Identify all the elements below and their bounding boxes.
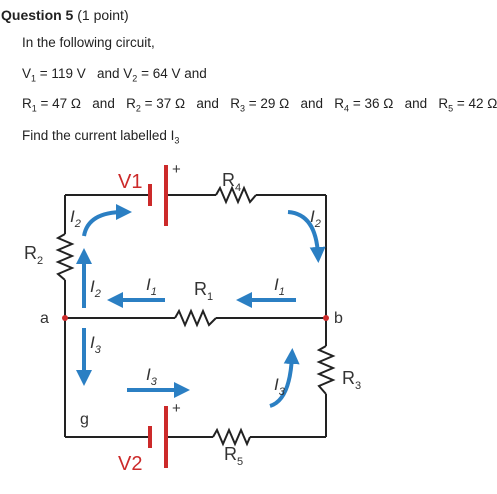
r3-value: = 29 Ω — [248, 96, 290, 111]
find-label: Find the current labelled I — [22, 128, 175, 143]
r4-sub: 4 — [344, 103, 350, 114]
question-title: Question 5 — [1, 7, 74, 23]
arrow-i3-right-up — [269, 348, 300, 408]
arrow-i2-top-right — [287, 210, 326, 263]
voltage-line: V1 = 119 V and V2 = 64 V and — [22, 66, 207, 84]
and-text-2: and — [196, 96, 219, 111]
current-i3-label-left: I3 — [90, 333, 102, 356]
r1-label: R1 — [194, 279, 213, 303]
r5-label: R5 — [224, 444, 243, 468]
r1-name: R — [22, 96, 32, 111]
question-header: Question 5 (1 point) — [1, 7, 129, 23]
r2-value: = 37 Ω — [144, 96, 186, 111]
current-i3-label-right: I3 — [274, 375, 286, 398]
v1-sub: 1 — [31, 73, 37, 84]
r2-name: R — [126, 96, 136, 111]
find-text: Find the current labelled I3 — [22, 128, 179, 146]
question-points: (1 point) — [77, 7, 129, 23]
r3-label: R3 — [342, 368, 361, 392]
resistor-r2 — [55, 233, 75, 281]
resistor-r4 — [215, 185, 257, 205]
v2-name: V — [123, 66, 133, 81]
current-i2-label-left: I2 — [90, 277, 101, 300]
r1-sub: 1 — [31, 103, 37, 114]
current-i2-label-top-right: I2 — [310, 207, 321, 230]
resistor-r1 — [174, 308, 217, 328]
node-g-label: g — [80, 411, 89, 428]
and-text-1: and — [92, 96, 115, 111]
circuit-diagram: V1 + V2 + R4 R1 R5 R2 R3 a b g I2 I2 I2 … — [24, 161, 361, 475]
current-i2-label-top-left: I2 — [70, 207, 81, 230]
r4-value: = 36 Ω — [352, 96, 394, 111]
node-b-label: b — [334, 310, 343, 327]
r2-sub: 2 — [135, 103, 141, 114]
find-sub: 3 — [174, 135, 180, 146]
node-b-dot — [323, 315, 329, 321]
current-i1-label-left: I1 — [146, 275, 157, 298]
current-i3-label-bottom: I3 — [146, 365, 158, 388]
resistor-r3 — [316, 345, 336, 395]
resistor-r5 — [212, 427, 251, 447]
resistor-line: R1 = 47 Ω and R2 = 37 Ω and R3 = 29 Ω an… — [22, 96, 497, 114]
r4-name: R — [334, 96, 345, 111]
v1-name: V — [22, 66, 32, 81]
v2-value: = 64 V and — [141, 66, 207, 81]
r5-name: R — [438, 96, 449, 111]
r4-label: R4 — [222, 170, 241, 194]
node-a-label: a — [40, 310, 49, 327]
r3-sub: 3 — [239, 103, 245, 114]
and-text: and — [96, 66, 120, 81]
v2-sub: 2 — [132, 73, 138, 84]
v1-plus: + — [172, 161, 181, 178]
v2-plus: + — [172, 400, 181, 417]
intro-text: In the following circuit, — [22, 35, 155, 50]
and-text-4: and — [404, 96, 428, 111]
r1-value: = 47 Ω — [40, 96, 82, 111]
r3-name: R — [230, 96, 240, 111]
and-text-3: and — [300, 96, 324, 111]
r5-value: = 42 Ω — [456, 96, 497, 111]
r2-label: R2 — [24, 243, 43, 267]
arrow-i2-top-left — [82, 204, 132, 237]
v1-label: V1 — [118, 171, 142, 193]
node-a-dot — [62, 315, 68, 321]
v2-label: V2 — [118, 453, 142, 475]
circuit-wires — [64, 194, 327, 438]
v1-value: = 119 V — [39, 66, 86, 81]
current-i1-label-right: I1 — [274, 275, 285, 298]
r5-sub: 5 — [448, 103, 454, 114]
